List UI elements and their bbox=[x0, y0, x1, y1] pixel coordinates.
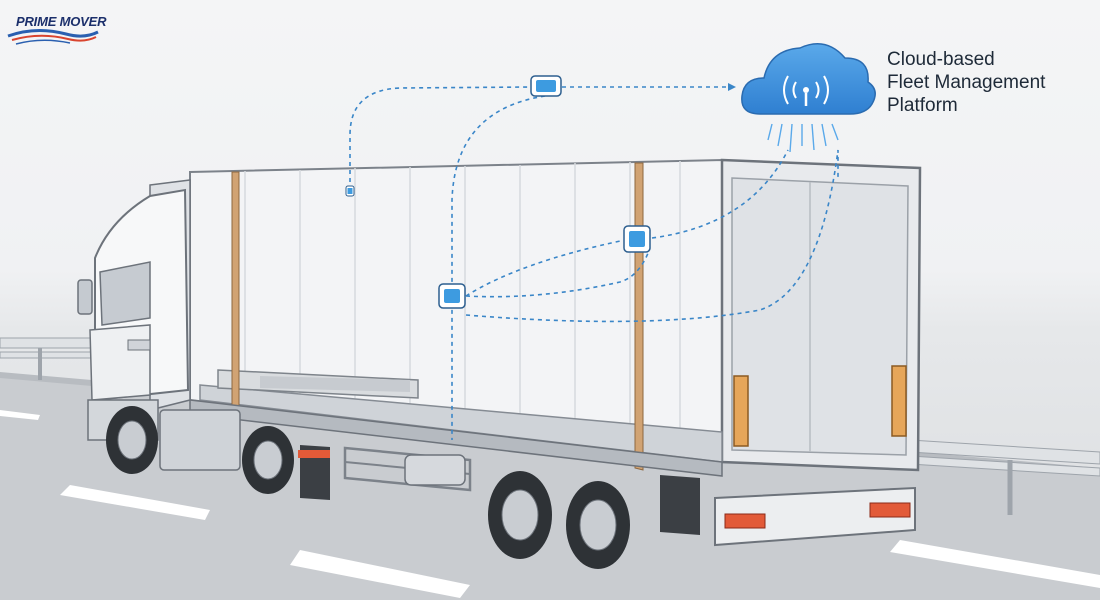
link-side-to-strap bbox=[465, 239, 626, 297]
cloud-signal-icon bbox=[741, 43, 876, 153]
wheel-trailer-1 bbox=[488, 471, 552, 559]
link-side-lower bbox=[465, 247, 651, 298]
arrow-head bbox=[728, 83, 736, 91]
tracker-device-icon bbox=[438, 283, 466, 309]
platform-title: Cloud-based Fleet Management Platform bbox=[887, 48, 1087, 117]
rear-reflector-left bbox=[733, 375, 749, 447]
platform-title-line-2: Fleet Management bbox=[887, 72, 1046, 93]
wheels bbox=[106, 406, 630, 569]
rear-reflector-right bbox=[891, 365, 907, 437]
link-vertical bbox=[451, 95, 546, 440]
cab-window bbox=[99, 261, 151, 326]
link-strap-to-cloud bbox=[651, 149, 789, 239]
brand-logo: PRIME MOVER bbox=[6, 6, 106, 48]
mudflap bbox=[660, 475, 700, 535]
trailer-body bbox=[189, 158, 922, 547]
tail-light-left bbox=[724, 513, 766, 529]
tracker-device-icon bbox=[345, 185, 355, 197]
brand-name: PRIME MOVER bbox=[16, 14, 107, 29]
tail-light-right bbox=[869, 502, 911, 518]
link-side-to-cloud bbox=[465, 149, 839, 323]
data-links bbox=[349, 86, 839, 440]
platform-title-line-3: Platform bbox=[887, 95, 958, 116]
cargo-strap-front bbox=[231, 171, 240, 415]
lane-markings bbox=[0, 410, 1100, 598]
rear-bumper bbox=[714, 486, 916, 547]
tracker-device-icon bbox=[530, 75, 562, 97]
cargo-strap-rear bbox=[634, 162, 644, 471]
logo-wave-icon bbox=[7, 29, 99, 45]
wheel-trailer-2 bbox=[566, 481, 630, 569]
link-front-sensor bbox=[349, 86, 531, 190]
guard-rail-right bbox=[909, 439, 1100, 515]
platform-title-line-1: Cloud-based bbox=[887, 49, 995, 70]
wheel-drive bbox=[242, 426, 294, 494]
tracker-device-icon bbox=[623, 225, 651, 253]
wheel-front bbox=[106, 406, 158, 474]
side-mirror bbox=[77, 279, 93, 315]
